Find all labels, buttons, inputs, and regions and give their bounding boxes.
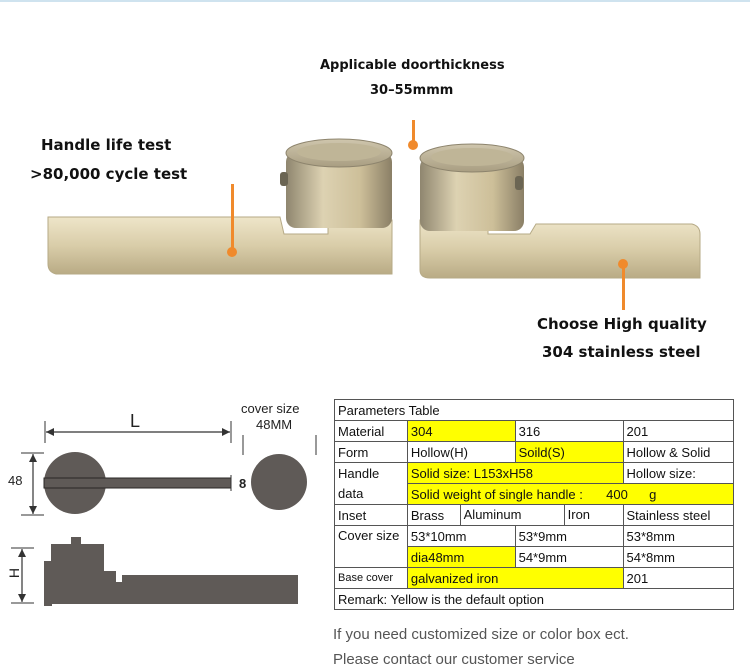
material-row: Material 304 316 201 xyxy=(334,420,735,442)
table-title-row: Parameters Table xyxy=(334,399,734,421)
parameters-table: Parameters Table Material 304 316 201 Fo… xyxy=(334,399,735,610)
footer-line-2: Please contact our customer service xyxy=(333,651,575,668)
top-border xyxy=(0,0,750,2)
cover-size-r2c2: 54*9mm xyxy=(514,546,624,568)
cover-size-label: Cover size xyxy=(334,525,408,568)
remark-row: Remark: Yellow is the default option xyxy=(334,588,734,610)
inset-option-brass: Brass xyxy=(406,504,461,526)
inset-row: Inset Brass Aluminum Iron Stainless steel xyxy=(334,504,735,526)
right-handle xyxy=(419,143,701,279)
cover-size-row-2: dia48mm 54*9mm 54*8mm xyxy=(335,546,735,568)
life-test-title: Handle life test xyxy=(41,136,172,154)
footer-line-1: If you need customized size or color box… xyxy=(333,626,629,643)
material-option-304: 304 xyxy=(406,420,516,442)
cover-size-r1c3: 53*8mm xyxy=(622,525,735,547)
hollow-size: Hollow size: xyxy=(622,462,735,484)
left-handle xyxy=(47,138,393,275)
form-row: Form Hollow(H) Soild(S) Hollow & Solid xyxy=(334,441,735,463)
door-thickness-title: Applicable doorthickness xyxy=(320,58,505,73)
handle-data-label: Handle data xyxy=(334,462,408,505)
handle-data-row-1: Handle data Solid size: L153xH58 Hollow … xyxy=(334,462,735,505)
cover-size-row-1: Cover size 53*10mm 53*9mm 53*8mm xyxy=(334,525,735,568)
handle-data-row-2: Solid weight of single handle : 400 g xyxy=(335,483,735,505)
cover-size-r1c1: 53*10mm xyxy=(406,525,516,547)
inset-option-aluminum-iron: Aluminum Iron xyxy=(459,504,624,526)
handle-data-label-line1: Handle xyxy=(338,465,380,481)
cover-size-value: 48MM xyxy=(256,417,293,432)
door-thickness-value: 30–55mmm xyxy=(370,83,454,98)
solid-weight-label: Solid weight of single handle : xyxy=(410,486,583,502)
base-cover-label: Base cover xyxy=(334,567,408,589)
base-cover-option-iron: galvanized iron xyxy=(406,567,624,589)
base-cover-option-201: 201 xyxy=(622,567,735,589)
cover-size-r2c3: 54*8mm xyxy=(622,546,735,568)
cover-size-r1c2: 53*9mm xyxy=(514,525,624,547)
dimension-drawing xyxy=(11,421,317,606)
handle-pair-image xyxy=(47,120,701,310)
solid-weight-value: 400 xyxy=(606,486,628,502)
solid-weight: Solid weight of single handle : 400 g xyxy=(406,483,735,505)
remark: Remark: Yellow is the default option xyxy=(334,588,734,610)
side-height-label: H xyxy=(6,567,23,579)
form-label: Form xyxy=(334,441,408,463)
base-cover-row: Base cover galvanized iron 201 xyxy=(334,567,735,589)
life-test-value: >80,000 cycle test xyxy=(30,165,188,183)
inset-option-stainless: Stainless steel xyxy=(622,504,735,526)
product-photo: Applicable doorthickness 30–55mmm Handle… xyxy=(0,2,750,390)
material-option-316: 316 xyxy=(514,420,624,442)
form-option-hollow: Hollow(H) xyxy=(406,441,516,463)
quality-value: 304 stainless steel xyxy=(542,343,701,361)
length-label: L xyxy=(130,411,141,431)
height-48-label: 48 xyxy=(8,473,23,488)
cover-size-r2c1: dia48mm xyxy=(406,546,516,568)
material-label: Material xyxy=(334,420,408,442)
solid-weight-unit: g xyxy=(649,486,657,502)
form-option-solid: Soild(S) xyxy=(514,441,624,463)
technical-drawing: L cover size 48MM 48 8 H xyxy=(0,395,330,615)
form-option-both: Hollow & Solid xyxy=(622,441,735,463)
material-option-201: 201 xyxy=(622,420,735,442)
handle-data-label-line2: data xyxy=(338,485,364,501)
inset-option-aluminum: Aluminum xyxy=(463,507,522,522)
table-title: Parameters Table xyxy=(334,399,734,421)
inset-option-iron: Iron xyxy=(563,505,619,525)
solid-size: Solid size: L153xH58 xyxy=(406,462,624,484)
thickness-label: 8 xyxy=(239,476,247,491)
inset-label: Inset xyxy=(334,504,408,526)
cover-size-label: cover size xyxy=(241,401,300,416)
solid-size-text: Solid size: L153xH58 xyxy=(410,465,534,481)
quality-title: Choose High quality xyxy=(537,315,707,333)
